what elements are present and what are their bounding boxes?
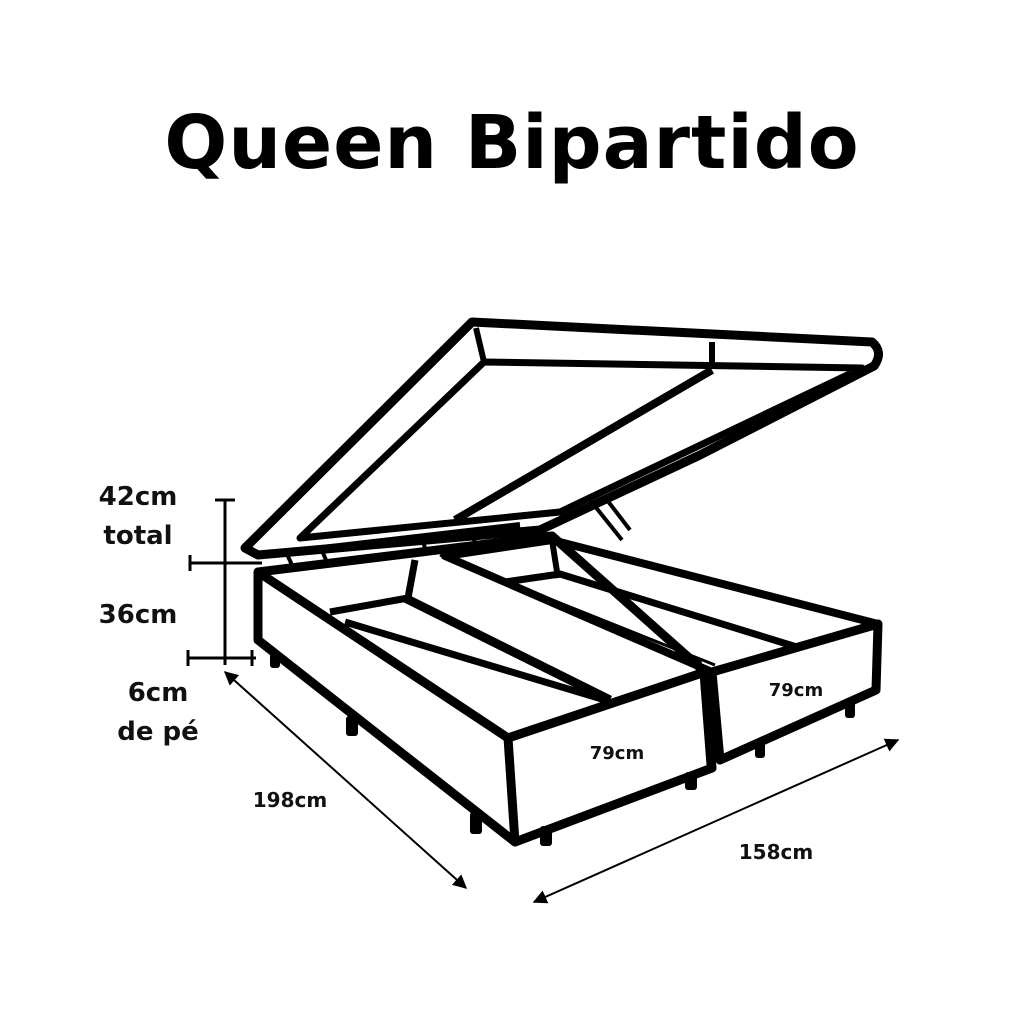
width-arrow: [532, 738, 900, 904]
foot: [346, 716, 358, 736]
page-title: Queen Bipartido: [164, 100, 860, 186]
foot: [470, 812, 482, 834]
foot-label: de pé: [117, 717, 199, 747]
foot: [540, 826, 552, 846]
foot: [755, 740, 765, 758]
foot: [685, 772, 697, 790]
box-height-label: 36cm: [99, 600, 178, 630]
half-width-front-label: 79cm: [590, 743, 644, 764]
foot-height-label: 6cm: [128, 678, 189, 708]
foot: [270, 652, 280, 668]
total-height-label: 42cm: [99, 482, 178, 512]
total-label: total: [103, 521, 172, 551]
height-measure: [186, 498, 262, 666]
half-width-right-label: 79cm: [769, 680, 823, 701]
width-label: 158cm: [739, 840, 813, 864]
length-arrow: [223, 671, 468, 889]
bed-lid: [240, 317, 883, 566]
foot: [845, 700, 855, 718]
length-label: 198cm: [253, 788, 327, 812]
bed-base: [253, 531, 883, 847]
